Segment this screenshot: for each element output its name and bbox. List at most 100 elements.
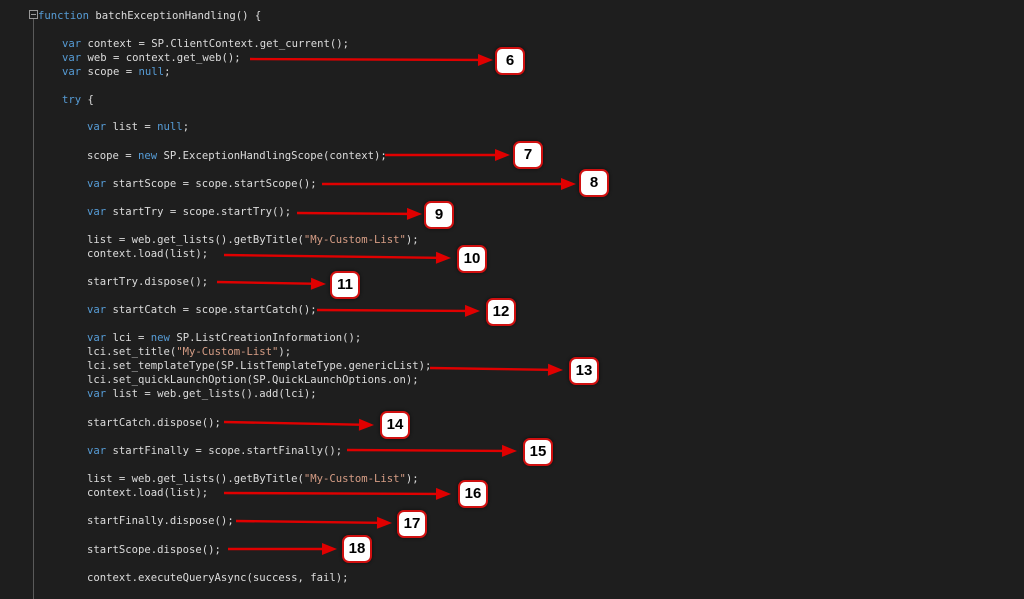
- callout-arrow-line: [223, 491, 437, 496]
- code-line: startScope.dispose();: [87, 543, 221, 557]
- keyword-token: var: [87, 445, 107, 457]
- code-token: batchExceptionHandling() {: [89, 10, 262, 22]
- code-token: lci.set_templateType(SP.ListTemplateType…: [87, 360, 432, 372]
- string-token: "My-Custom-List": [176, 346, 279, 358]
- code-token: startScope.dispose();: [87, 544, 221, 556]
- code-token: SP.ListCreationInformation();: [169, 332, 362, 344]
- code-line: var list = null;: [87, 120, 189, 134]
- callout-arrow-head: [310, 277, 326, 290]
- code-token: );: [278, 346, 292, 358]
- code-line: var lci = new SP.ListCreationInformation…: [87, 331, 361, 345]
- callout-arrow-head: [561, 178, 576, 190]
- code-token: startFinally.dispose();: [87, 515, 234, 527]
- code-token: {: [81, 94, 94, 106]
- code-token: ;: [164, 66, 171, 78]
- keyword-token: new: [138, 150, 158, 162]
- code-line: try {: [62, 93, 94, 107]
- code-token: scope =: [87, 150, 139, 162]
- fold-guide-line: [33, 19, 34, 599]
- callout-arrow-line: [223, 253, 437, 260]
- callout-arrow-line: [216, 280, 312, 285]
- code-line: var startFinally = scope.startFinally();: [87, 444, 342, 458]
- keyword-token: null: [138, 66, 165, 78]
- code-token: lci.set_title(: [87, 346, 177, 358]
- code-line: startCatch.dispose();: [87, 416, 221, 430]
- code-line: context.load(list);: [87, 247, 208, 261]
- keyword-token: new: [150, 332, 170, 344]
- code-token: context.load(list);: [87, 248, 209, 260]
- code-token: );: [405, 473, 419, 485]
- code-token: web = context.get_web();: [81, 52, 241, 64]
- code-line: list = web.get_lists().getByTitle("My-Cu…: [87, 233, 419, 247]
- code-token: list =: [106, 121, 158, 133]
- callout-arrow-line: [296, 211, 408, 216]
- callout-arrow-line: [429, 366, 549, 371]
- code-token: context = SP.ClientContext.get_current()…: [81, 38, 350, 50]
- callout-arrow-head: [376, 516, 392, 529]
- callout-number-badge: 13: [569, 357, 599, 385]
- keyword-token: var: [87, 304, 107, 316]
- keyword-token: var: [87, 388, 107, 400]
- callout-arrow-head: [495, 149, 510, 161]
- callout-arrow-head: [435, 487, 451, 500]
- keyword-token: var: [87, 206, 107, 218]
- keyword-token: var: [87, 121, 107, 133]
- callout-arrow-line: [235, 519, 378, 525]
- callout-number-badge: 6: [495, 47, 525, 75]
- code-token: startTry = scope.startTry();: [106, 206, 292, 218]
- code-line: var context = SP.ClientContext.get_curre…: [62, 37, 349, 51]
- code-line: startTry.dispose();: [87, 275, 208, 289]
- keyword-token: null: [157, 121, 183, 133]
- code-token: context.executeQueryAsync(success, fail)…: [87, 572, 349, 584]
- code-token: lci.set_quickLaunchOption(SP.QuickLaunch…: [87, 374, 419, 386]
- code-token: SP.ExceptionHandlingScope(context);: [157, 150, 387, 162]
- callout-arrow-line: [346, 448, 503, 453]
- code-token: startCatch.dispose();: [87, 417, 221, 429]
- callout-number-badge: 16: [458, 480, 488, 508]
- code-token: startCatch = scope.startCatch();: [106, 304, 317, 316]
- collapse-toggle-icon[interactable]: [29, 10, 38, 19]
- callout-arrow-head: [406, 207, 422, 220]
- callout-number-badge: 10: [457, 245, 487, 273]
- callout-arrow-head: [501, 444, 517, 457]
- code-line: var startCatch = scope.startCatch();: [87, 303, 317, 317]
- keyword-token: var: [62, 38, 82, 50]
- code-token: context.load(list);: [87, 487, 209, 499]
- code-token: list = web.get_lists().getByTitle(: [87, 234, 304, 246]
- code-token: list = web.get_lists().getByTitle(: [87, 473, 304, 485]
- keyword-token: var: [87, 178, 107, 190]
- code-token: ;: [182, 121, 190, 133]
- keyword-token: var: [62, 52, 82, 64]
- code-token: startScope = scope.startScope();: [106, 178, 317, 190]
- keyword-token: function: [38, 10, 90, 22]
- code-line: lci.set_quickLaunchOption(SP.QuickLaunch…: [87, 373, 419, 387]
- code-line: function batchExceptionHandling() {: [38, 9, 261, 23]
- code-line: scope = new SP.ExceptionHandlingScope(co…: [87, 149, 387, 163]
- callout-arrow-head: [322, 543, 337, 555]
- code-line: lci.set_title("My-Custom-List");: [87, 345, 291, 359]
- callout-arrow-head: [477, 53, 493, 66]
- callout-arrow-line: [316, 308, 466, 313]
- keyword-token: try: [62, 94, 82, 106]
- code-token: lci =: [106, 332, 151, 344]
- callout-number-badge: 18: [342, 535, 372, 563]
- callout-number-badge: 11: [330, 271, 360, 299]
- code-line: context.executeQueryAsync(success, fail)…: [87, 571, 349, 585]
- code-line: lci.set_templateType(SP.ListTemplateType…: [87, 359, 431, 373]
- callout-number-badge: 14: [380, 411, 410, 439]
- callout-number-badge: 7: [513, 141, 543, 169]
- code-line: var startScope = scope.startScope();: [87, 177, 317, 191]
- code-line: var web = context.get_web();: [62, 51, 241, 65]
- keyword-token: var: [87, 332, 107, 344]
- callout-arrow-head: [435, 251, 451, 264]
- callout-number-badge: 8: [579, 169, 609, 197]
- code-token: list = web.get_lists().add(lci);: [106, 388, 317, 400]
- code-line: var scope = null;: [62, 65, 170, 79]
- keyword-token: var: [62, 66, 82, 78]
- code-line: list = web.get_lists().getByTitle("My-Cu…: [87, 472, 419, 486]
- code-line: startFinally.dispose();: [87, 514, 234, 528]
- callout-number-badge: 9: [424, 201, 454, 229]
- code-token: );: [405, 234, 419, 246]
